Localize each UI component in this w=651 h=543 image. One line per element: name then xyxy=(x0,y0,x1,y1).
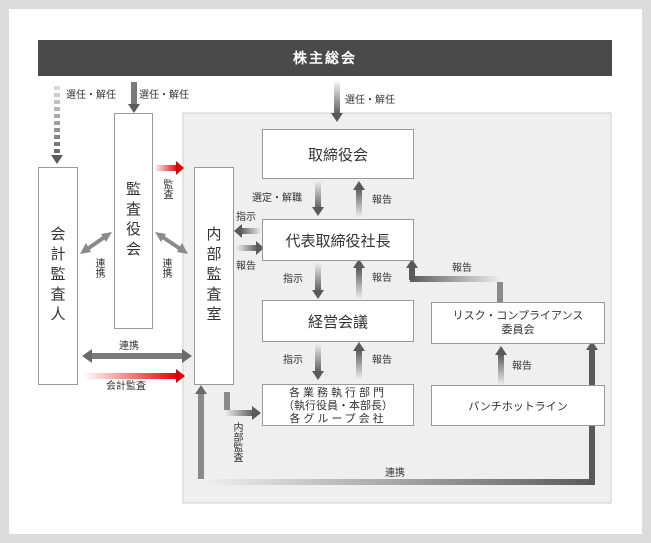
label-report-internal: 報告 xyxy=(236,261,256,272)
shareholders-title: 株主総会 xyxy=(293,51,357,67)
label-audit: 監査 xyxy=(161,179,172,199)
corporate-auditors-box: 監査役会 xyxy=(114,113,153,329)
label-internal-audit: 内部監査 xyxy=(231,422,242,462)
compliance-line-1: リスク・コンプライアンス xyxy=(452,309,584,322)
arrow-report-management xyxy=(353,342,365,380)
arrow-report-compliance xyxy=(406,259,503,302)
label-accounting-audit: 会計監査 xyxy=(106,381,146,392)
label-instruct-divisions: 指示 xyxy=(283,355,303,366)
arrow-instruct-management xyxy=(312,262,324,299)
president-box: 代表取締役社長 xyxy=(262,219,414,261)
internal-audit-box: 内部監査室 xyxy=(194,167,234,385)
label-report-president: 報告 xyxy=(372,273,392,284)
label-coop-horizontal: 連携 xyxy=(119,341,139,352)
label-report-management: 報告 xyxy=(372,355,392,366)
arrow-audit-red xyxy=(154,161,184,175)
arrow-coop-corp-internal xyxy=(155,232,188,254)
arrow-report-president xyxy=(353,259,365,300)
divisions-box: 各業務執行部門 （執行役員・本部長） 各グループ会社 xyxy=(262,384,414,426)
board-box: 取締役会 xyxy=(262,129,414,179)
arrow-report-hotline xyxy=(495,346,507,386)
diagram-canvas: 株主総会 会計監査人 監査役会 内部監査室 取締役会 代表取締役社長 経営会議 … xyxy=(9,9,642,534)
label-report-board: 報告 xyxy=(372,195,392,206)
arrow-instruct-divisions xyxy=(312,343,324,380)
arrow-appoint-board xyxy=(331,82,343,122)
label-select-dismiss: 選定・解職 xyxy=(252,193,302,204)
arrow-instruct-internal xyxy=(234,224,262,238)
label-instruct-management: 指示 xyxy=(283,274,303,285)
label-coop-bottom: 連携 xyxy=(385,468,405,479)
label-appoint-dismiss-auditor: 選任・解任 xyxy=(66,90,116,101)
arrow-report-internal xyxy=(236,241,264,255)
accounting-auditor-box: 会計監査人 xyxy=(38,167,78,385)
label-appoint-dismiss-corp: 選任・解任 xyxy=(139,90,189,101)
arrow-appoint-auditor xyxy=(51,86,63,164)
arrow-report-board xyxy=(353,181,365,218)
label-coop-right: 連携 xyxy=(160,258,171,278)
arrow-coop-auditor-internal xyxy=(82,349,192,363)
management-box: 経営会議 xyxy=(262,300,414,342)
arrow-accounting-audit xyxy=(84,369,185,383)
compliance-committee-box: リスク・コンプライアンス 委員会 xyxy=(431,302,605,344)
label-coop-left: 連携 xyxy=(93,258,104,278)
divisions-line-3: 各グループ会社 xyxy=(289,411,387,425)
label-appoint-dismiss-board: 選任・解任 xyxy=(345,95,395,106)
label-report-compliance: 報告 xyxy=(452,263,472,274)
hotline-box: パンチホットライン xyxy=(431,385,605,426)
label-instruct-internal: 指示 xyxy=(236,212,256,223)
label-report-hotline: 報告 xyxy=(512,361,532,372)
divisions-line-1: 各業務執行部門 xyxy=(289,385,387,399)
compliance-line-2: 委員会 xyxy=(501,323,535,336)
arrow-internal-audit xyxy=(224,392,261,420)
arrow-coop-auditor-corp xyxy=(80,232,112,254)
arrow-appoint-corporate-auditors xyxy=(128,82,140,113)
divisions-line-2: （執行役員・本部長） xyxy=(283,398,393,412)
shareholders-bar xyxy=(38,40,612,76)
arrow-select-dismiss xyxy=(312,180,324,216)
